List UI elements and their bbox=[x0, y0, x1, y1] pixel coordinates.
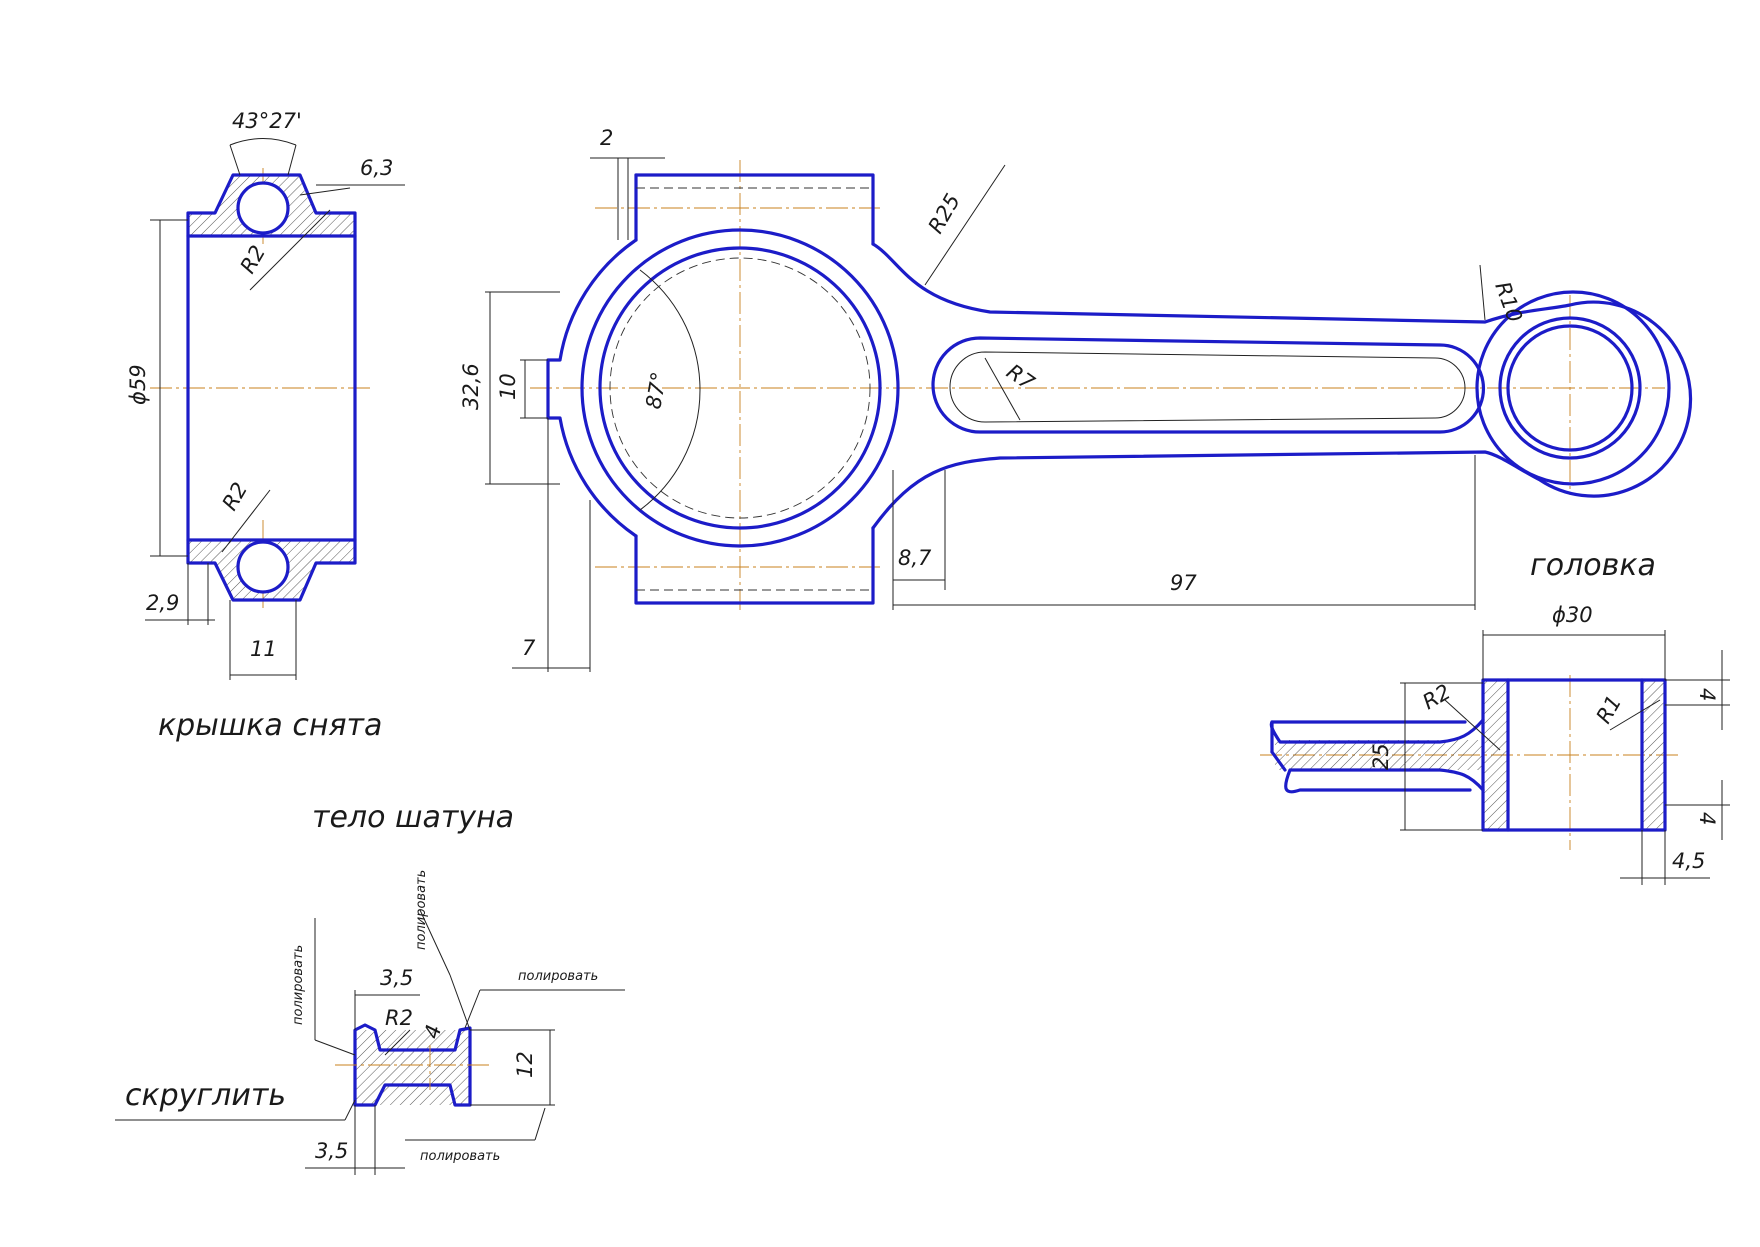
head-dim-4-bottom: 4 bbox=[1695, 812, 1719, 825]
main-dim-32-6: 32,6 bbox=[459, 363, 483, 410]
main-view: 2 R25 R10 R7 87° 32,6 10 8,7 97 7 bbox=[459, 126, 1693, 672]
head-diameter-30: ϕ30 bbox=[1552, 603, 1593, 627]
body-polish-note-left: полировать bbox=[291, 945, 306, 1025]
head-title: головка bbox=[1530, 548, 1656, 583]
head-dim-4-top: 4 bbox=[1695, 688, 1719, 701]
cap-removed-view: 43°27' 6,3 ϕ59 R2 R2 2,9 11 крышка снята bbox=[126, 109, 405, 743]
main-radius-25: R25 bbox=[924, 190, 965, 238]
body-dim-3-5-top: 3,5 bbox=[380, 966, 413, 990]
body-dim-3-5-bottom: 3,5 bbox=[315, 1139, 348, 1163]
head-section-view: головка ϕ30 R2 R1 4 4 25 4,5 bbox=[1260, 548, 1730, 885]
head-dim-4-5: 4,5 bbox=[1672, 849, 1705, 873]
cap-dim-11: 11 bbox=[250, 637, 277, 661]
main-angle-87: 87° bbox=[641, 370, 671, 411]
rod-body-section-view: тело шатуна скруглить 3,5 3,5 R2 4 12 по… bbox=[115, 800, 625, 1175]
body-polish-note-right: полировать bbox=[518, 969, 598, 984]
cap-radius-bottom: R2 bbox=[218, 478, 253, 514]
body-polish-note-bottom: полировать bbox=[420, 1149, 500, 1164]
body-dim-12: 12 bbox=[513, 1051, 537, 1078]
cap-removed-title: крышка снята bbox=[158, 708, 382, 743]
main-radius-7: R7 bbox=[1002, 359, 1039, 395]
main-dim-8-7: 8,7 bbox=[898, 546, 932, 570]
cap-dim-6-3: 6,3 bbox=[360, 156, 393, 180]
body-dim-4: 4 bbox=[420, 1022, 447, 1041]
main-dim-10: 10 bbox=[496, 373, 520, 400]
head-dim-25: 25 bbox=[1369, 743, 1393, 770]
body-polish-note-top: полировать bbox=[414, 870, 429, 950]
body-title: тело шатуна bbox=[312, 800, 514, 835]
cap-dim-2-9: 2,9 bbox=[146, 591, 179, 615]
main-dim-7: 7 bbox=[522, 636, 536, 660]
main-dim-2: 2 bbox=[600, 126, 613, 150]
body-radius-2: R2 bbox=[385, 1006, 413, 1030]
main-dim-97: 97 bbox=[1170, 571, 1197, 595]
cap-radius-top: R2 bbox=[236, 241, 271, 277]
head-radius-2: R2 bbox=[1419, 680, 1455, 715]
cap-diameter-label: ϕ59 bbox=[126, 364, 150, 405]
head-radius-1: R1 bbox=[1592, 691, 1627, 727]
body-round-note: скруглить bbox=[125, 1078, 286, 1113]
cap-angle-label: 43°27' bbox=[232, 109, 302, 133]
